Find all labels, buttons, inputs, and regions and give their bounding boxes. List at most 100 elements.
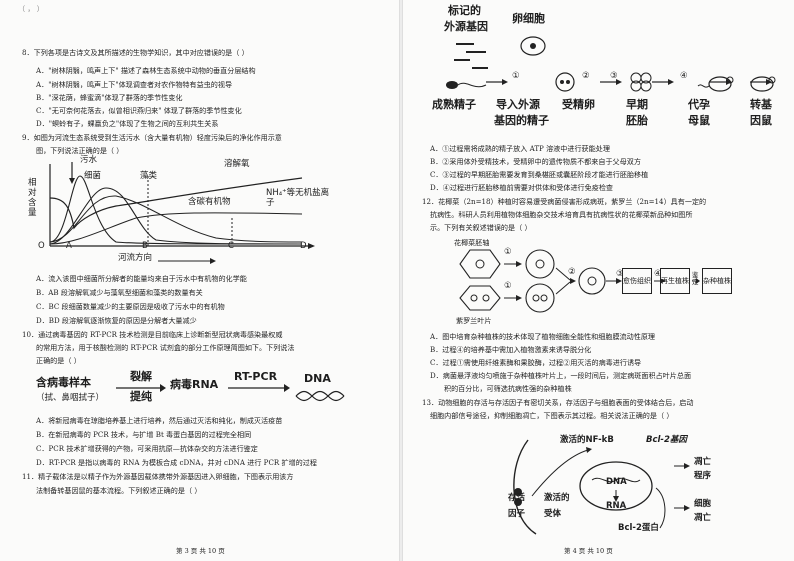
d13-cell-diagram [513,439,690,535]
label-xlabel: 河流方向 [118,253,153,263]
flow-purify: 提纯 [130,390,152,403]
flow-dna: DNA [304,372,331,385]
d13-dna-label: DNA [606,477,627,487]
d12-regen-box: 再生植株 [660,268,690,294]
label-ions: NH₄⁺等无机盐离子 [266,188,330,208]
top-partial-line: （ ， ） [18,4,44,13]
bacteria-curve [49,175,303,245]
q12-option-c: C．过程①需使用纤维素酶和果胶酶，过程②用灭活的病毒进行诱导 [430,358,642,367]
page-number-3: 第 3 页 共 10 页 [176,547,225,555]
d11-gene-fragments [454,43,488,69]
label-organics: 含碳有机物 [188,197,231,207]
q9-option-c: C．BC 段细菌数量减少的主要原因是吸收了污水中的有机物 [36,302,225,311]
q13-stem2: 细胞内部信号途径，抑制细胞凋亡，下图表示其过程。相关说法正确的是（ ） [430,411,674,420]
q11-option-c: C．③过程的早期胚胎需要发育到桑椹胚或囊胚阶段才能进行胚胎移植 [430,170,649,179]
d12-step-1b: ① [504,281,512,291]
q12-option-b: B．过程④的培养基中需加入植物激素来诱导脱分化 [430,345,592,354]
page-spine [399,0,403,561]
d12-step-4: ④ [654,269,662,279]
d11-surrogate-label2: 母鼠 [688,114,710,127]
q12-option-a: A．图中培育杂种植株的技术体现了植物细胞全能性和细胞膜流动性原理 [430,332,656,341]
d11-gene-label2: 外源基因 [444,20,488,33]
flow-sample-sub: （拭、鼻咽拭子） [36,393,105,403]
d11-egg-icon [520,36,546,56]
q9-option-d: D．BD 段溶解氧逐渐恢复的原因是分解者大量减少 [36,316,197,325]
page-3: （ ， ） 8．下列各项是古诗文及其所描述的生物学知识，其中对应错误的是（ ） … [18,4,345,555]
d13-apoptosis-label2: 程序 [694,471,712,481]
flow-lyse: 裂解 [130,370,152,383]
d13-factor-label: 存活 [508,493,526,503]
d11-embryo-label: 早期 [626,98,648,111]
d11-step-3: ③ [610,71,618,81]
d11-mouse-label2: 因鼠 [750,114,772,127]
q10-option-a: A．将新冠病毒在琼脂培养基上进行培养，然后通过灭活和纯化，制成灭活疫苗 [36,416,283,425]
x-axis-arrow [308,243,315,249]
d12-hybrid-box: 杂种植株 [702,268,732,294]
q10-option-d: D．RT-PCR 是指以病毒的 RNA 为模板合成 cDNA，并对 cDNA 进… [36,458,317,467]
q12-stem: 12．花椰菜（2n=18）种植时容易遭受病菌侵害形成病斑，紫罗兰（2n=14）具… [422,197,707,206]
d11-fertilized-egg-icon [555,72,575,92]
d11-step-1: ① [512,71,520,81]
d13-nfkb-label: 激活的NF-kB [560,435,614,445]
d12-diagram [459,249,700,313]
sewage-arrowhead [69,178,75,184]
q10-option-b: B．在新冠病毒的 PCR 技术，与扩增 Bt 毒蛋白基因的过程完全相同 [36,430,252,439]
flow-sample: 含病毒样本 [36,376,91,389]
d12-cauliflower-label: 花椰菜胚轴 [454,238,490,247]
q8-option-d: D．"螟蛉有子，蜾蠃负之"体现了生物之间的互利共生关系 [36,119,219,128]
label-ylabel: 相对含量 [28,178,37,218]
d12-violet-label: 紫罗兰叶片 [456,316,492,325]
q10-stem2: 的常用方法，用于核酸检测的 RT-PCR 试剂盒的部分工作原理简图如下。下列说法 [36,343,295,352]
d13-rna-label: RNA [606,501,627,511]
d11-gene-sperm-label: 导入外源 [496,98,540,111]
organics-curve [49,195,303,243]
q9-stem2: 图，下列说法正确的是（ ） [36,146,124,155]
q10-stem: 10．通过病毒基因的 RT-PCR 技术检测是目前临床上诊断新型冠状病毒感染最权… [22,330,283,339]
d13-bcl2-gene-label: Bcl-2基因 [646,435,687,445]
d11-arrows [486,79,772,85]
page-4: 标记的 外源基因 卵细胞 ① ② ③ ④ 成熟精子 导入外源 基因的精子 受精卵… [404,0,794,561]
label-point-o: O [38,241,45,251]
label-point-a: A [66,241,72,251]
label-algae: 藻类 [140,171,158,181]
q12-stem2: 抗病性。科研人员利用植物体细胞杂交技术培育具有抗病性状的花椰菜新品种如图所 [430,210,693,219]
page-number-4: 第 4 页 共 10 页 [564,547,613,555]
q8-option-b: B．"深花荫，蜂蜜滴"体现了群落的季节性变化 [36,93,183,102]
q10-stem3: 正确的是（ ） [36,356,81,365]
d11-mouse-icon [697,76,734,92]
d11-mouse2-icon [750,76,776,92]
d12-identify-label: 鉴定 [692,271,699,286]
d11-step-2: ② [582,71,590,81]
q11-stem: 11．精子载体法是以精子作为外源基因载体携带外源基因进入卵细胞，下图表示用该方 [22,472,294,481]
label-point-c: C [228,241,234,251]
q12-stem3: 示。下列有关叙述错误的是（ ） [430,223,532,232]
label-sewage: 污水 [80,155,98,165]
flow-arrow-2 [228,384,290,392]
d13-receptor-label2: 受体 [544,509,562,519]
d13-cell-apoptosis-label: 细胞 [694,499,712,509]
q8-option-a: A．"树林阴翳，鸣声上下" 描述了森林生态系统中动物的垂直分层结构 [36,66,256,75]
d12-step-2: ② [568,267,576,277]
d12-step-1: ① [504,247,512,257]
d13-receptor-label: 激活的 [544,493,570,503]
algae-curve [49,187,303,245]
q9-option-a: A．流入该图中细菌所分解者的能量均来自于污水中有机物的化学能 [36,274,247,283]
d11-sperm-icon [446,81,487,89]
d12-step-3: ③ [616,269,624,279]
q11-option-b: B．②采用体外受精技术，受精卵中的遗传物质不都来自于父母双方 [430,157,641,166]
d11-gene-sperm-label2: 基因的精子 [494,114,549,127]
d11-egg-label: 卵细胞 [512,12,545,25]
q11-option-a: A．①过程需将成熟的精子放入 ATP 溶液中进行获能处理 [430,144,610,153]
d11-embryo-label2: 胚胎 [626,114,648,127]
d11-mouse-label: 转基 [750,98,772,111]
q13-stem: 13．动物细胞的存活与存活因子有密切关系，存活因子与细胞表面的受体结合后，启动 [422,398,694,407]
d12-callus-box: 愈伤组织 [622,268,652,294]
d11-surrogate-label: 代孕 [688,98,710,111]
label-point-d: D [300,241,307,251]
dna-helix-icon [295,390,345,402]
q8-option-c: C．"无可奈何花落去，似曾相识燕归来" 体现了群落的季节性变化 [36,106,242,115]
d13-factor-label2: 因子 [508,509,526,519]
flow-rtpcr: RT-PCR [234,370,278,383]
d11-step-4: ④ [680,71,688,81]
label-oxygen: 溶解氧 [224,159,250,169]
